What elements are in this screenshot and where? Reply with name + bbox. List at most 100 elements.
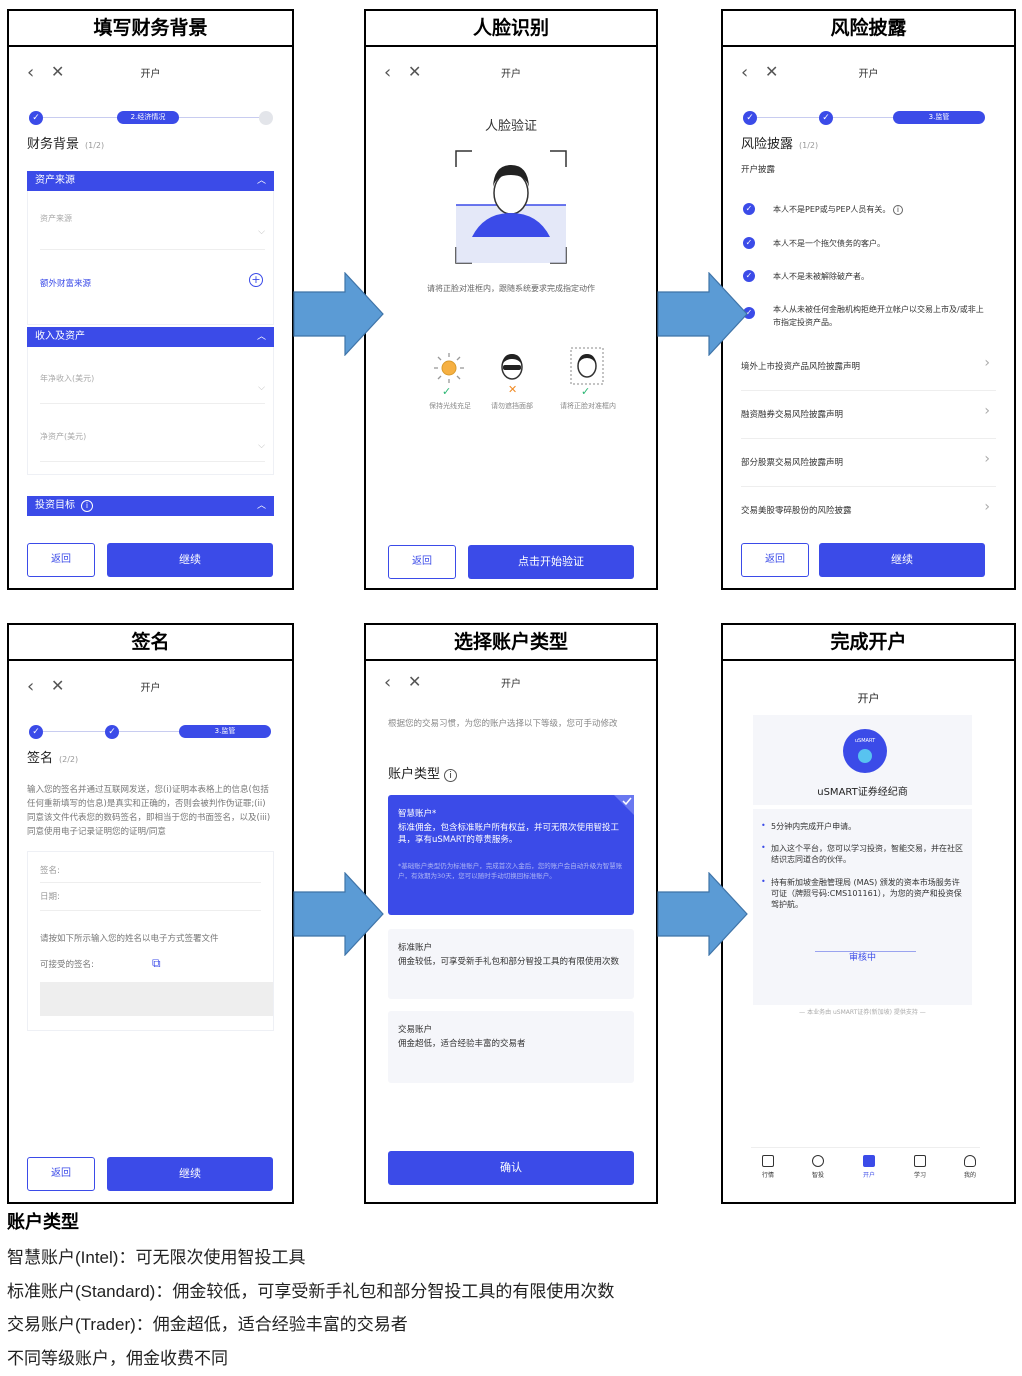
usmart-logo: uSMART <box>843 729 887 773</box>
panel-title: 签名 <box>9 625 292 661</box>
legend-line: 智慧账户(Intel)：可无限次使用智投工具 <box>7 1248 306 1267</box>
tab-learn[interactable]: 学习 <box>905 1155 935 1179</box>
sign-input[interactable] <box>40 882 261 883</box>
tip-label: 请将正脸对准框内 <box>560 402 616 410</box>
progress-line <box>41 731 221 732</box>
account-trader[interactable]: 交易账户 佣金超低，适合经验丰富的交易者 <box>388 1011 634 1083</box>
info-icon: i <box>81 500 93 512</box>
benefit-text: 加入这个平台，您可以学习投资，智能交易，并在社区结识志同道合的伙伴。 <box>771 844 963 864</box>
flow-arrow-icon <box>657 872 748 956</box>
continue-button[interactable]: 继续 <box>819 543 985 577</box>
flow-arrow-icon <box>293 872 384 956</box>
progress-line <box>755 117 935 118</box>
panel-account-complete: 完成开户 开户 uSMART uSMART证券经纪商 • 5分钟内完成开户申请。… <box>721 623 1016 1204</box>
tab-open-account[interactable]: 开户 <box>854 1155 884 1179</box>
powered-by: — 本业务由 uSMART证券(新加坡) 提供支持 — <box>799 1009 926 1016</box>
continue-button[interactable]: 继续 <box>107 543 273 577</box>
accepted-signature-label: 可接受的签名: <box>40 960 94 970</box>
collapse-icon: ︿ <box>256 332 266 342</box>
field-annual-income[interactable]: 年净收入(美元) <box>40 374 95 383</box>
copy-icon[interactable]: ⧉ <box>152 956 161 970</box>
benefit-text: 持有新加坡金融管理局 (MAS) 颁发的资本市场服务许可证（牌照号码:CMS10… <box>771 878 962 909</box>
bullet-dot: • <box>761 877 766 886</box>
page-heading: 签名(2/2) <box>27 751 79 766</box>
asset-source-box: 资产来源 ⌵ 额外财富来源 + <box>27 191 274 325</box>
tab-smart-invest[interactable]: 智投 <box>803 1155 833 1179</box>
sign-label: 签名: <box>40 866 60 876</box>
chevron-right-icon: › <box>984 355 990 371</box>
checked-icon[interactable]: ✓ <box>743 307 755 319</box>
nav-bar: ‹ ✕ 开户 <box>384 62 638 85</box>
disclosure-link[interactable]: 部分股票交易风险披露声明› <box>741 439 996 487</box>
account-heading: 账户类型 i <box>388 763 458 782</box>
legend-line: 交易账户(Trader)：佣金超低，适合经验丰富的交易者 <box>7 1315 408 1334</box>
checked-icon[interactable]: ✓ <box>743 237 755 249</box>
back-icon[interactable]: ‹ <box>741 62 749 83</box>
disclosure-link[interactable]: 交易美股零碎股份的风险披露› <box>741 499 990 516</box>
back-button[interactable]: 返回 <box>27 543 95 577</box>
divider <box>40 461 265 462</box>
panel-signature: 签名 ‹ ✕ 开户 ✓ ✓ 3.监管 签名(2/2) 输入您的签名并通过互联网发… <box>7 623 294 1204</box>
field-net-assets[interactable]: 净资产(美元) <box>40 432 87 441</box>
section-income-assets[interactable]: 收入及资产︿ <box>27 327 274 347</box>
ok-check-icon: ✓ <box>581 385 591 398</box>
continue-button[interactable]: 继续 <box>107 1157 273 1191</box>
checked-icon[interactable]: ✓ <box>743 203 755 215</box>
field-asset-source[interactable]: 资产来源 <box>40 214 72 223</box>
declaration-text: 本人不是一个拖欠债务的客户。 <box>773 239 885 248</box>
extra-wealth-source[interactable]: 额外财富来源 <box>40 279 92 289</box>
face-verify-title: 人脸验证 <box>484 119 537 134</box>
account-standard[interactable]: 标准账户 佣金较低，可享受新手礼包和部分智投工具的有限使用次数 <box>388 929 634 999</box>
info-icon: i <box>444 769 458 782</box>
close-icon[interactable]: ✕ <box>51 676 65 695</box>
step-pending <box>259 111 273 125</box>
declaration-text: 本人不是PEP或与PEP人员有关。 i <box>773 203 903 216</box>
back-icon[interactable]: ‹ <box>27 676 35 697</box>
confirm-button[interactable]: 确认 <box>388 1151 634 1185</box>
panel-title: 完成开户 <box>723 625 1014 661</box>
back-icon[interactable]: ‹ <box>27 62 35 83</box>
date-input[interactable] <box>40 910 261 911</box>
screen-title: 开户 <box>857 692 880 705</box>
close-icon[interactable]: ✕ <box>51 62 65 81</box>
sign-instruction: 请按如下所示输入您的姓名以电子方式签署文件 <box>40 934 219 944</box>
add-icon[interactable]: + <box>249 273 263 287</box>
review-status: 审核中 <box>753 945 972 964</box>
nav-title: 开户 <box>858 69 879 80</box>
page-heading: 风险披露(1/2) <box>741 137 819 152</box>
masked-face-icon <box>501 354 523 380</box>
signature-input[interactable] <box>40 982 273 1016</box>
panel-title: 填写财务背景 <box>9 11 292 47</box>
flow-arrow-icon <box>657 272 748 356</box>
chevron-down-icon: ⌵ <box>258 441 265 451</box>
transfer-icon <box>863 1155 875 1167</box>
tab-me[interactable]: 我的 <box>955 1155 985 1179</box>
broker-name: uSMART证券经纪商 <box>817 787 908 798</box>
start-verification-button[interactable]: 点击开始验证 <box>468 545 634 579</box>
back-button[interactable]: 返回 <box>741 543 809 577</box>
panel-title: 选择账户类型 <box>366 625 656 661</box>
account-intel[interactable]: 智慧账户* 标准佣金，包含标准账户所有权益，并可无限次使用智投工具，享有uSMA… <box>388 795 634 915</box>
section-asset-source[interactable]: 资产来源︿ <box>27 171 274 191</box>
account-name: 标准账户 <box>398 943 433 953</box>
back-icon[interactable]: ‹ <box>384 672 392 693</box>
close-icon[interactable]: ✕ <box>408 62 422 81</box>
signature-terms: 输入您的签名并通过互联网发送，您(i)证明本表格上的信息(包括任何重新填写的信息… <box>27 785 271 837</box>
page-heading: 财务背景(1/2) <box>27 137 105 152</box>
back-icon[interactable]: ‹ <box>384 62 392 83</box>
bullet-dot: • <box>761 843 766 852</box>
phone-screen: ‹ ✕ 开户 根据您的交易习惯，为您的账户选择以下等级，您可手动修改 账户类型 … <box>384 661 638 1202</box>
tab-market[interactable]: 行情 <box>753 1155 783 1179</box>
nav-bar: ‹ ✕ 开户 <box>27 676 274 699</box>
disclosure-link[interactable]: 融资融券交易风险披露声明› <box>741 391 996 439</box>
back-button[interactable]: 返回 <box>388 545 456 579</box>
account-intro: 根据您的交易习惯，为您的账户选择以下等级，您可手动修改 <box>388 719 618 729</box>
close-icon[interactable]: ✕ <box>765 62 779 81</box>
collapse-icon: ︿ <box>256 501 266 511</box>
disclosure-link[interactable]: 境外上市投资产品风险披露声明› <box>741 343 996 391</box>
back-button[interactable]: 返回 <box>27 1157 95 1191</box>
nav-bar: ‹ ✕ 开户 <box>384 672 638 695</box>
close-icon[interactable]: ✕ <box>408 672 422 691</box>
checked-icon[interactable]: ✓ <box>743 270 755 282</box>
